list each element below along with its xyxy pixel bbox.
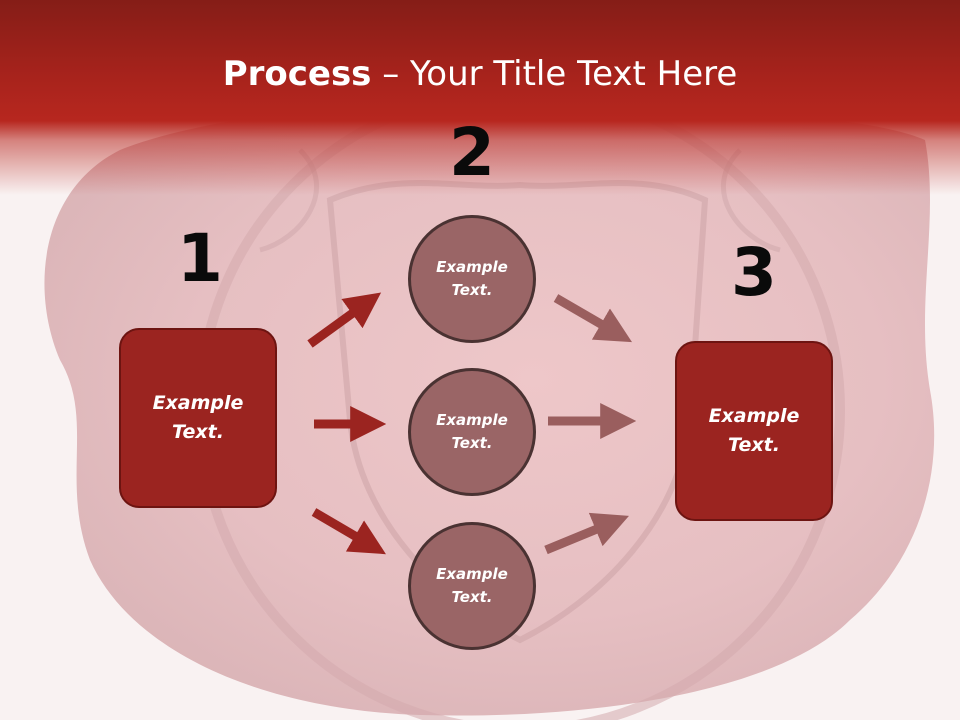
title-bold: Process	[222, 54, 372, 94]
step-number-3: 3	[731, 234, 777, 311]
step-number-2: 2	[449, 114, 495, 191]
slide-title: Process – Your Title Text Here	[0, 52, 960, 96]
header-band	[0, 0, 960, 195]
arrow-from-top-circle	[553, 294, 633, 343]
left-process-box: Example Text.	[119, 328, 277, 508]
circle-top: Example Text.	[408, 215, 536, 343]
step-number-1: 1	[177, 220, 223, 297]
circle-middle-text: Example Text.	[436, 411, 508, 452]
arrow-to-top-circle	[307, 292, 382, 348]
arrow-to-bottom-circle	[311, 508, 386, 555]
circle-top-text: Example Text.	[436, 258, 508, 299]
circle-bottom-text: Example Text.	[436, 565, 508, 606]
title-rest: – Your Title Text Here	[371, 54, 738, 94]
left-box-text: Example Text.	[152, 392, 244, 443]
right-process-box: Example Text.	[675, 341, 833, 521]
right-box-text: Example Text.	[708, 405, 800, 456]
circle-middle: Example Text.	[408, 368, 536, 496]
arrow-from-bottom-circle	[544, 512, 629, 555]
circle-bottom: Example Text.	[408, 522, 536, 650]
